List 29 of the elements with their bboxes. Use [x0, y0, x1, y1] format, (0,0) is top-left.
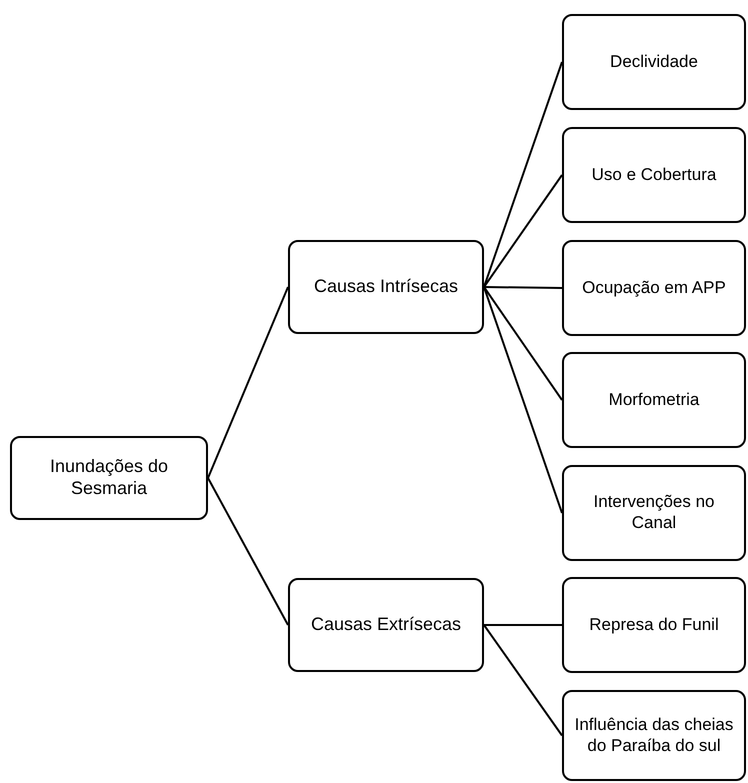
box-label: Uso e Cobertura [592, 164, 716, 186]
connector-line [207, 286, 289, 478]
rounded-box [10, 436, 208, 520]
connector-line [207, 478, 289, 626]
box-label: Declividade [610, 52, 698, 72]
connector-line [484, 624, 562, 626]
rounded-box [562, 240, 746, 336]
rounded-box [562, 465, 746, 561]
connector-line [483, 174, 563, 288]
box-label: Morfometria [608, 390, 700, 410]
connector-line [483, 286, 563, 401]
box-label: Causas Intrísecas [314, 276, 458, 298]
connector-line [483, 624, 563, 736]
connector-line [483, 286, 563, 514]
rounded-box [562, 14, 746, 110]
box-label: Represa do Funil [589, 614, 719, 636]
rounded-box [562, 127, 746, 223]
box-label: Influência das cheias do Paraíba do sul [574, 714, 734, 756]
connector-line [483, 62, 563, 288]
box-label: Causas Extrísecas [310, 614, 462, 636]
rounded-box [562, 352, 746, 448]
rounded-box [562, 577, 746, 673]
box-label: Intervenções no Canal [592, 492, 716, 534]
box-label: Inundações do Sesmaria [48, 456, 170, 500]
rounded-box [288, 578, 484, 672]
box-label: Ocupação em APP [582, 278, 726, 298]
rounded-box [562, 690, 746, 781]
rounded-box [288, 240, 484, 334]
connector-line [484, 286, 562, 289]
